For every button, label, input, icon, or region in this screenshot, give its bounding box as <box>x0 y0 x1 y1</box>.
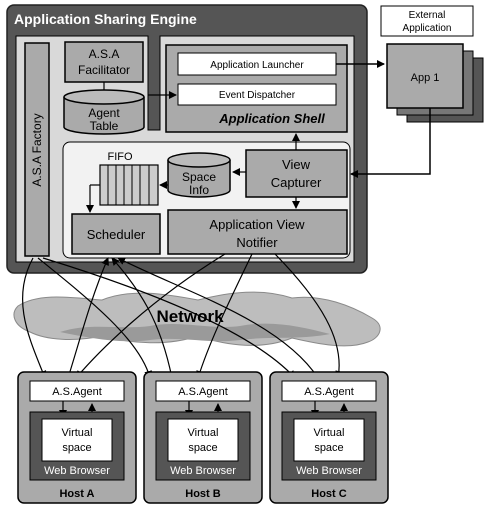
app-launcher-label: Application Launcher <box>210 60 304 71</box>
svg-text:Application: Application <box>403 23 452 34</box>
fifo-queue: FIFO <box>99 151 159 206</box>
svg-text:space: space <box>62 442 91 454</box>
virtual-space <box>167 418 239 462</box>
svg-text:Virtual: Virtual <box>62 427 93 439</box>
scheduler-label: Scheduler <box>87 227 146 242</box>
svg-text:Facilitator: Facilitator <box>78 63 130 77</box>
host-c: A.S.Agent Virtual space Web Browser Host… <box>269 371 389 504</box>
svg-text:View: View <box>282 157 311 172</box>
browser-label: Web Browser <box>170 465 236 477</box>
svg-text:space: space <box>314 442 343 454</box>
host-name: Host B <box>185 488 221 500</box>
fifo-label: FIFO <box>107 151 132 163</box>
event-dispatcher-label: Event Dispatcher <box>219 90 296 101</box>
svg-text:Application View: Application View <box>209 217 305 232</box>
network-label: Network <box>156 307 224 326</box>
agent-box <box>281 380 377 402</box>
app1-window <box>386 43 464 109</box>
virtual-space <box>293 418 365 462</box>
application-shell: Application Launcher Event Dispatcher Ap… <box>165 44 348 133</box>
host-b: A.S.Agent Virtual space Web Browser Host… <box>143 371 263 504</box>
application-view-notifier: Application View Notifier <box>167 209 348 255</box>
event-dispatcher-box <box>177 83 337 106</box>
svg-text:Agent: Agent <box>88 106 120 120</box>
agent-label: A.S.Agent <box>178 386 228 398</box>
external-label-box <box>380 5 474 37</box>
external-application: External Application App 1 <box>380 5 484 123</box>
asa-facilitator: A.S.A Facilitator <box>64 41 144 83</box>
browser-label: Web Browser <box>44 465 110 477</box>
agent-box <box>155 380 251 402</box>
agent-box <box>29 380 125 402</box>
network-connections <box>21 253 344 379</box>
engine-title: Application Sharing Engine <box>14 11 197 27</box>
svg-text:Virtual: Virtual <box>188 427 219 439</box>
agent-table-database: Agent Table <box>63 89 145 135</box>
svg-text:Info: Info <box>189 183 209 197</box>
engine-block: Application Sharing Engine A.S.A Factory… <box>6 4 368 274</box>
virtual-space <box>41 418 113 462</box>
scheduler: Scheduler <box>71 213 161 255</box>
network-cloud: Network <box>13 291 381 347</box>
svg-text:External: External <box>409 10 446 21</box>
svg-text:A.S.A: A.S.A <box>89 47 120 61</box>
agent-label: A.S.Agent <box>52 386 102 398</box>
view-capturer: View Capturer <box>245 149 348 198</box>
svg-text:Notifier: Notifier <box>236 235 278 250</box>
agent-label: A.S.Agent <box>304 386 354 398</box>
browser-label: Web Browser <box>296 465 362 477</box>
host-a: A.S.Agent Virtual space Web Browser Host… <box>17 371 137 504</box>
svg-text:Space: Space <box>182 170 216 184</box>
space-info-database: Space Info <box>167 152 231 198</box>
app1-label: App 1 <box>411 72 440 84</box>
svg-text:space: space <box>188 442 217 454</box>
host-name: Host A <box>59 488 94 500</box>
host-name: Host C <box>311 488 347 500</box>
svg-text:Capturer: Capturer <box>271 175 322 190</box>
app-to-capturer-arrow <box>350 108 431 178</box>
svg-text:Table: Table <box>90 119 119 133</box>
svg-text:Virtual: Virtual <box>314 427 345 439</box>
asa-factory: A.S.A Factory <box>24 42 50 257</box>
app-shell-title: Application Shell <box>218 111 325 126</box>
asa-factory-label: A.S.A Factory <box>30 113 44 186</box>
